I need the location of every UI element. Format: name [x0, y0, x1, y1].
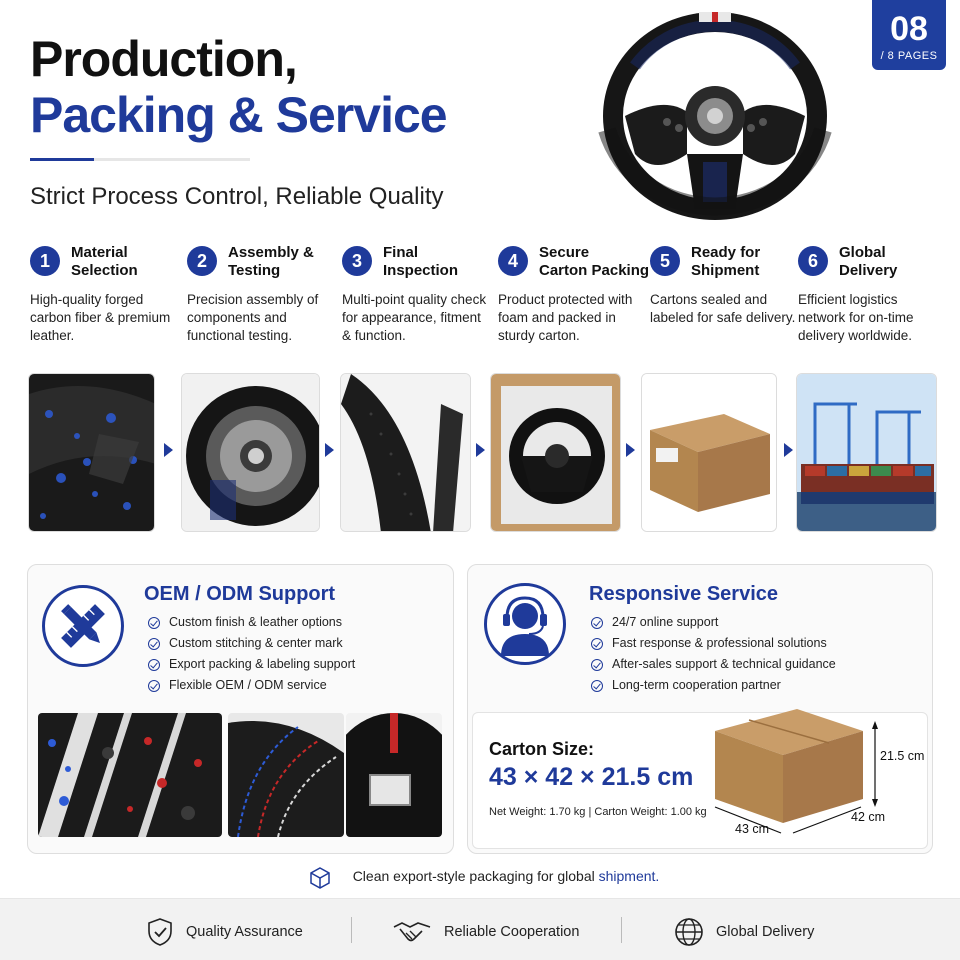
- list-item: After-sales support & technical guidance: [591, 654, 836, 675]
- step-description: Product protected with foam and packed i…: [498, 292, 633, 343]
- divider: [621, 917, 622, 943]
- check-circle-icon: [148, 679, 160, 692]
- shield-check-icon: [148, 918, 172, 946]
- packaging-footnote: Clean export-style packaging for global …: [352, 868, 660, 884]
- check-circle-icon: [148, 658, 160, 671]
- step-number: 3: [342, 246, 372, 276]
- flow-arrow-icon: [626, 443, 635, 457]
- forged-carbon-sample-photo: [38, 713, 222, 837]
- list-item: 24/7 online support: [591, 612, 836, 633]
- forged-carbon-photo: [28, 373, 155, 532]
- headset-agent-icon: [484, 583, 566, 665]
- flow-arrow-icon: [325, 443, 334, 457]
- step-description: Efficient logistics network for on-time …: [798, 292, 914, 343]
- carton-size-label: Carton Size:: [489, 739, 595, 759]
- list-item: Flexible OEM / ODM service: [148, 675, 355, 696]
- check-circle-icon: [148, 637, 160, 650]
- oem-feature-list: Custom finish & leather options Custom s…: [148, 612, 355, 696]
- flow-arrow-icon: [784, 443, 793, 457]
- flow-arrow-icon: [476, 443, 485, 457]
- reliable-cooperation-item: Reliable Cooperation: [392, 917, 579, 947]
- carton-packing-photo: [490, 373, 621, 532]
- service-panel-title: Responsive Service: [589, 583, 778, 605]
- carton-width-label: 43 cm: [735, 822, 770, 836]
- list-item: Custom stitching & center mark: [148, 633, 355, 654]
- check-circle-icon: [591, 637, 603, 650]
- globe-icon: [675, 918, 703, 946]
- carton-weight-text: Net Weight: 1.70 kg | Carton Weight: 1.0…: [489, 806, 707, 818]
- list-item: Custom finish & leather options: [148, 612, 355, 633]
- page-number-badge: 08 / 8 PAGES: [872, 0, 946, 70]
- cargo-ship-photo: [796, 373, 937, 532]
- title-divider: [30, 158, 250, 161]
- center-mark-sample-photo: [346, 713, 442, 837]
- page-title-line2: Packing & Service: [30, 87, 448, 143]
- carton-height-label: 21.5 cm: [880, 749, 925, 763]
- divider: [351, 917, 352, 943]
- carton-size-card: Carton Size: 43 × 42 × 21.5 cm Net Weigh…: [472, 709, 928, 849]
- step-number: 4: [498, 246, 528, 276]
- sealed-carton-photo: [641, 373, 777, 532]
- check-circle-icon: [148, 616, 160, 629]
- oem-panel-title: OEM / ODM Support: [144, 583, 336, 605]
- carton-depth-label: 42 cm: [851, 810, 886, 824]
- step-number: 6: [798, 246, 828, 276]
- step-number: 1: [30, 246, 60, 276]
- step-description: High-quality forged carbon fiber & premi…: [30, 292, 171, 343]
- check-circle-icon: [591, 616, 603, 629]
- page-title-line1: Production,: [30, 31, 298, 87]
- handshake-icon: [393, 922, 431, 942]
- quality-assurance-item: Quality Assurance: [146, 917, 303, 947]
- step-description: Multi-point quality check for appearance…: [342, 292, 487, 343]
- step-number: 2: [187, 246, 217, 276]
- oem-odm-panel: OEM / ODM Support Custom finish & leathe…: [27, 564, 454, 854]
- step-number: 5: [650, 246, 680, 276]
- stitching-sample-photo: [228, 713, 344, 837]
- assurance-bar: Quality Assurance Reliable Cooperation G…: [0, 898, 960, 960]
- global-delivery-item: Global Delivery: [674, 917, 814, 947]
- list-item: Fast response & professional solutions: [591, 633, 836, 654]
- list-item: Export packing & labeling support: [148, 654, 355, 675]
- inspection-photo: [340, 373, 471, 532]
- page-number: 08: [890, 10, 928, 48]
- package-box-icon: [310, 867, 330, 889]
- check-circle-icon: [591, 679, 603, 692]
- step-description: Precision assembly of components and fun…: [187, 292, 319, 343]
- pencil-ruler-icon: [42, 585, 124, 667]
- list-item: Long-term cooperation partner: [591, 675, 836, 696]
- carton-box-illustration: [714, 709, 878, 834]
- step-description: Cartons sealed and labeled for safe deli…: [650, 292, 796, 325]
- page-total-label: / 8 PAGES: [880, 50, 938, 62]
- check-circle-icon: [591, 658, 603, 671]
- step-title: Assembly &Testing: [228, 244, 314, 279]
- flow-arrow-icon: [164, 443, 173, 457]
- carton-size-value: 43 × 42 × 21.5 cm: [489, 763, 694, 791]
- assembly-photo: [181, 373, 320, 532]
- page-subtitle: Strict Process Control, Reliable Quality: [30, 183, 444, 210]
- service-feature-list: 24/7 online support Fast response & prof…: [591, 612, 836, 696]
- steering-wheel-image: [598, 12, 832, 220]
